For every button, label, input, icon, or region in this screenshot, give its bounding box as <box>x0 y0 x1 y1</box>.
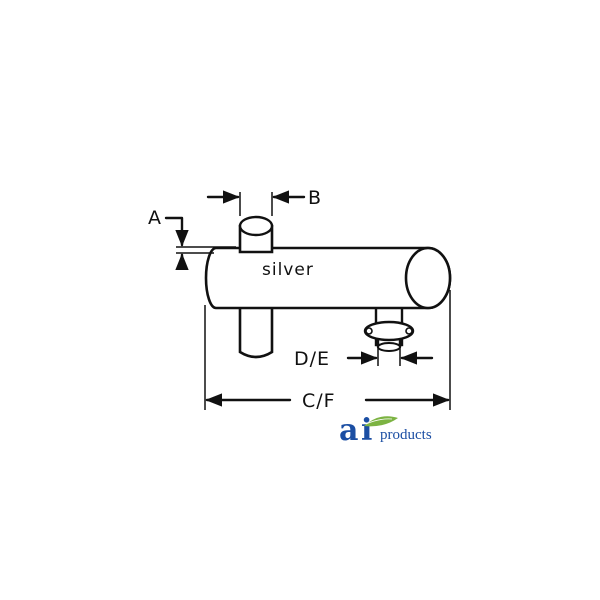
dimension-b-label: B <box>308 187 322 209</box>
dimension-b: B <box>206 187 322 216</box>
dimension-de-label: D/E <box>294 348 330 370</box>
dimension-cf-label: C/F <box>302 390 336 412</box>
brand-logo: a i products <box>339 413 432 448</box>
logo-letter-a: a <box>339 413 358 448</box>
lower-outlet-pipe <box>238 303 274 359</box>
flange-outlet <box>363 303 415 352</box>
top-inlet-pipe <box>238 215 274 254</box>
logo-products-text: products <box>380 427 432 443</box>
dimension-de: D/E <box>294 348 434 370</box>
dimension-cf: C/F <box>204 290 451 412</box>
finish-label: silver <box>262 260 314 280</box>
dimension-a-label: A <box>148 207 162 229</box>
muffler-body <box>204 246 452 310</box>
logo-letter-i: i <box>361 413 372 448</box>
dimension-a: A <box>148 207 236 271</box>
